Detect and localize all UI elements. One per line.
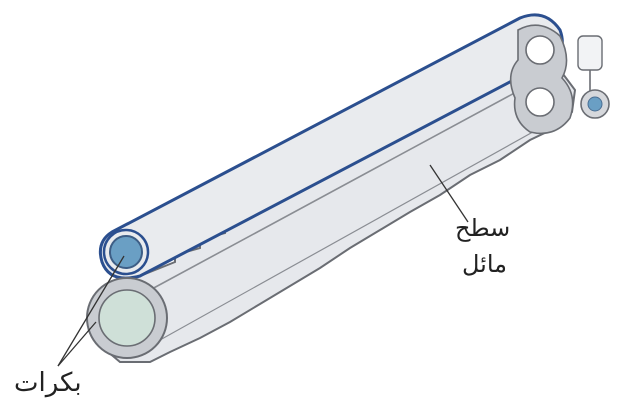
side-pulley-hub (587, 96, 603, 112)
incline-label-line2: مائل (462, 250, 508, 278)
incline-leader-line (429, 164, 469, 223)
leader-lines (57, 164, 469, 367)
pulleys-label: بكرات (14, 368, 82, 398)
pulley-leader-line-2 (57, 321, 97, 367)
incline-label-line1: سطح (455, 214, 511, 242)
inclined-board-lower-line (159, 127, 541, 341)
upper-small-pulley-ring (102, 228, 150, 276)
right-bracket (509, 24, 610, 135)
side-fitting-cap (577, 35, 603, 71)
pulley-leader-line-1 (57, 255, 125, 367)
left-pulleys (86, 228, 168, 359)
large-pulley-inner (98, 289, 156, 347)
upper-small-pulley (109, 235, 143, 269)
bracket-upper-hole (525, 35, 555, 65)
bracket-lower-hole (525, 87, 555, 117)
inclined-board-inner-line (149, 89, 521, 291)
